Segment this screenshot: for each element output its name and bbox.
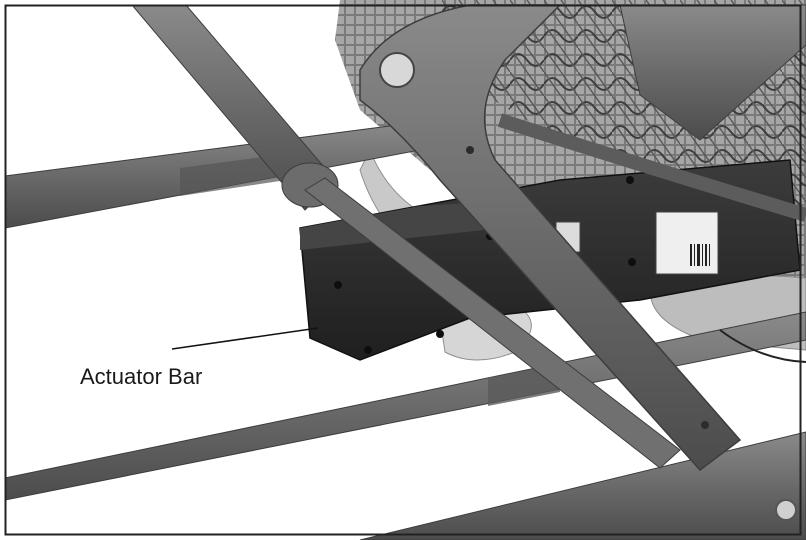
spring-deck-edge [497,113,806,222]
figure-border [4,4,802,536]
actuator-bar [304,177,681,469]
pivot-bolt [379,52,415,88]
actuator-label-sticker [655,211,719,275]
actuator-top [300,200,520,250]
bracket-hole [466,146,474,154]
actuator-barcode [690,244,710,266]
bracket-hole-lower [701,421,709,429]
power-cable [719,329,806,363]
pivot-bracket [359,4,742,472]
callout-leader-line [171,327,319,350]
bottom-bolt [775,499,797,521]
callout-label-actuator-bar: Actuator Bar [80,364,203,389]
